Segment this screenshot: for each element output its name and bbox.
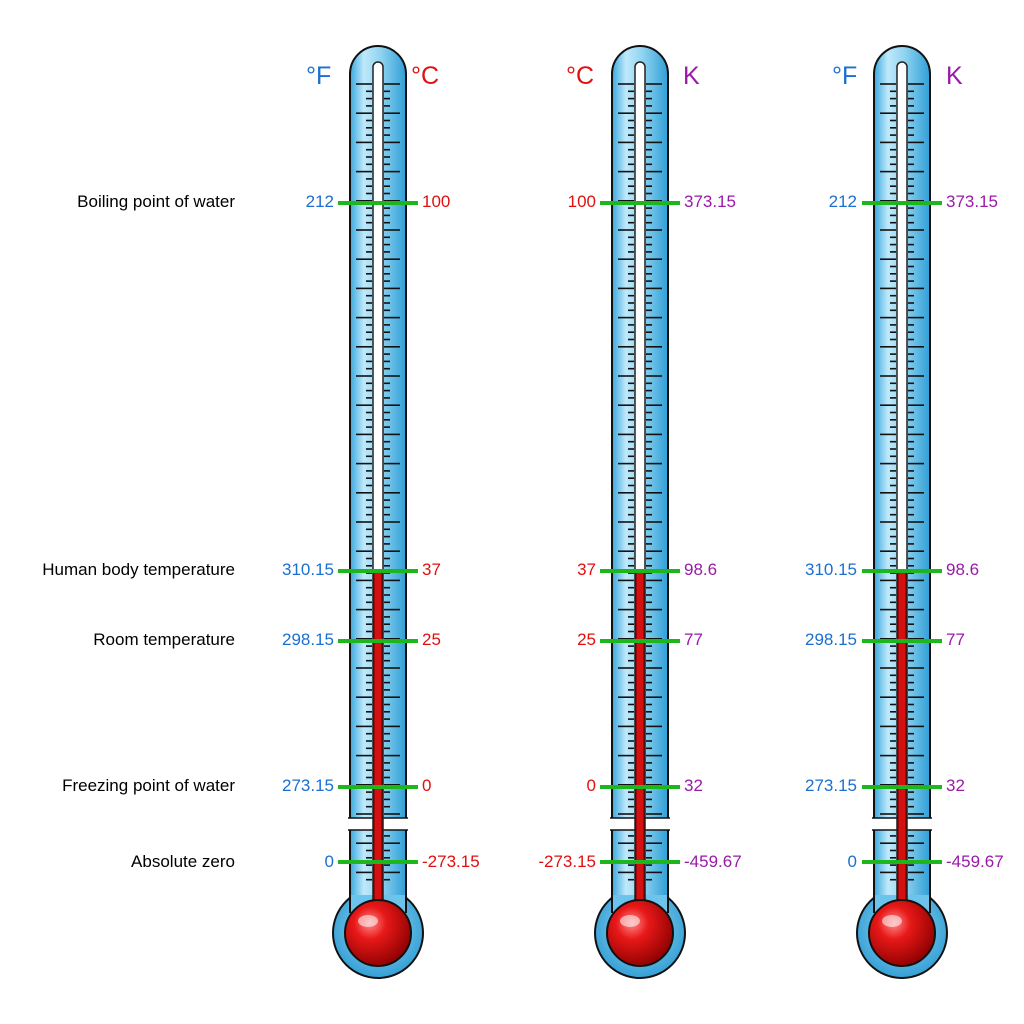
mercury-column <box>635 571 645 918</box>
thermometer-1 <box>332 45 424 979</box>
mercury-bulb <box>344 899 412 967</box>
thermometer-3 <box>856 45 948 979</box>
bulb-highlight <box>620 915 640 927</box>
mercury-bulb <box>868 899 936 967</box>
thermometer-2 <box>594 45 686 979</box>
mercury-column <box>897 571 907 918</box>
mercury-bulb <box>606 899 674 967</box>
mercury-column <box>373 571 383 918</box>
bulb-highlight <box>882 915 902 927</box>
bulb-highlight <box>358 915 378 927</box>
